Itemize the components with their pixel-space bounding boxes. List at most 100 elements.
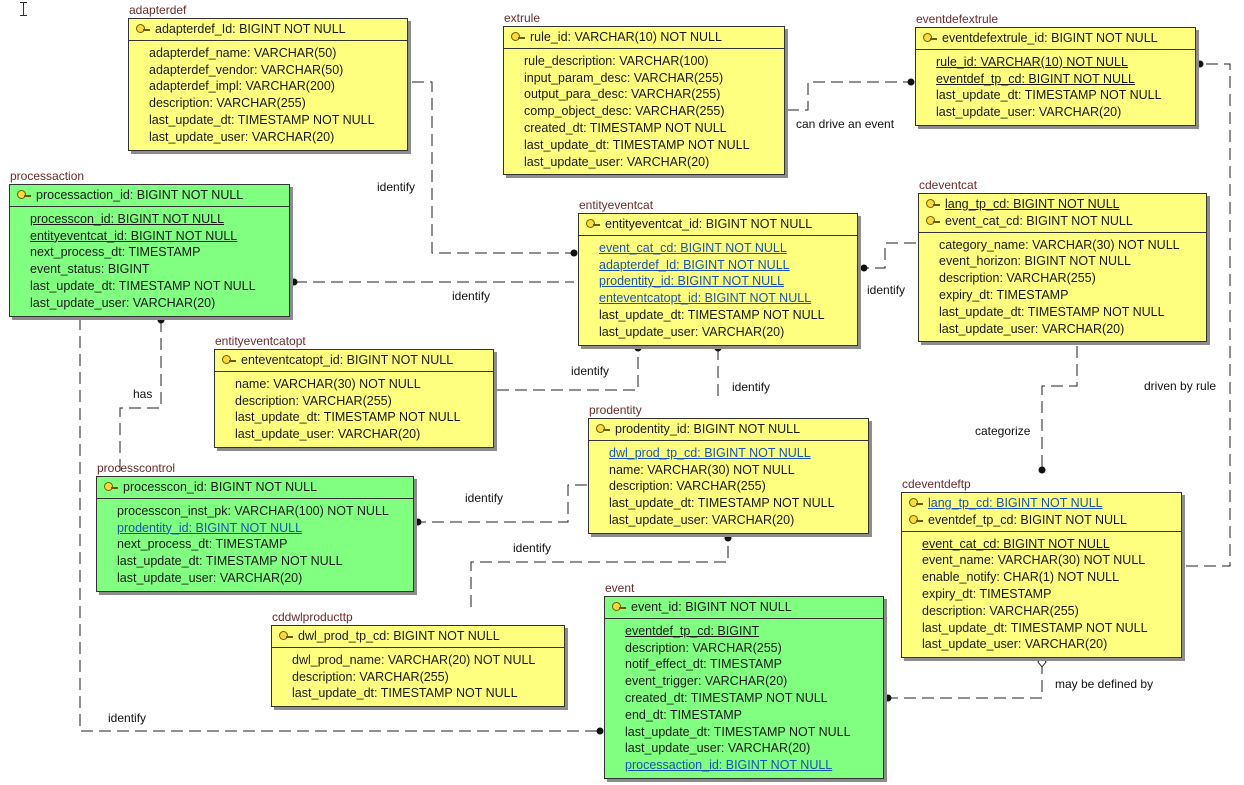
attribute-row: comp_object_desc: VARCHAR(255) <box>524 104 725 119</box>
rel-entityeventcatopt-entityeventcat <box>497 348 639 391</box>
attribute-row: last_update_dt: TIMESTAMP NOT NULL <box>117 554 343 569</box>
primary-key-text: eventdef_tp_cd: BIGINT NOT NULL <box>928 512 1127 527</box>
primary-key-row: event_id: BIGINT NOT NULL <box>611 599 879 616</box>
attribute-section: processcon_inst_pk: VARCHAR(100) NOT NUL… <box>97 499 413 591</box>
rel-cdeventdeftp-eventdefextrule <box>1186 63 1231 567</box>
attribute-row: last_update_dt: TIMESTAMP NOT NULL <box>922 620 1148 635</box>
rel-label-identify: identify <box>452 289 491 303</box>
primary-key-section: enteventcatopt_id: BIGINT NOT NULL <box>215 350 493 372</box>
rel-adapterdef-entityeventcat <box>412 81 574 254</box>
entity-name: adapterdef <box>129 3 187 17</box>
attribute-row: last_update_dt: TIMESTAMP NOT NULL <box>609 496 835 511</box>
foreign-key-attribute: rule_id: VARCHAR(10) NOT NULL <box>936 54 1128 69</box>
rel-label-identify: identify <box>867 283 906 297</box>
attribute-row: last_update_user: VARCHAR(20) <box>922 637 1108 652</box>
rel-cdeventcat-cdeventdeftp <box>1041 346 1078 470</box>
attribute-row: last_update_user: VARCHAR(20) <box>936 105 1122 120</box>
primary-key-text: processcon_id: BIGINT NOT NULL <box>123 480 318 494</box>
optional-diamond <box>1037 656 1047 668</box>
entity-name: prodentity <box>589 403 642 417</box>
foreign-key-attribute: eventdef_tp_cd: BIGINT <box>625 623 760 638</box>
attribute-row: description: VARCHAR(255) <box>625 640 782 655</box>
attribute-row: created_dt: TIMESTAMP NOT NULL <box>524 120 727 135</box>
foreign-key-attribute: prodentity_id: BIGINT NOT NULL <box>117 520 303 535</box>
entity-name: entityeventcat <box>579 198 654 212</box>
entity-box[interactable]: processcon_id: BIGINT NOT NULL processcon… <box>96 476 414 592</box>
primary-key-text: adapterdef_Id: BIGINT NOT NULL <box>155 22 346 36</box>
attribute-row: rule_description: VARCHAR(100) <box>524 53 709 68</box>
primary-key-row: processaction_id: BIGINT NOT NULL <box>16 187 285 204</box>
attribute-row: last_update_dt: TIMESTAMP NOT NULL <box>625 724 851 739</box>
text-cursor-icon <box>20 2 28 18</box>
entity-box[interactable]: processaction_id: BIGINT NOT NULL process… <box>9 184 290 317</box>
attribute-row: description: VARCHAR(255) <box>292 669 449 684</box>
attribute-row: last_update_user: VARCHAR(20) <box>599 324 785 339</box>
primary-key-section: eventdefextrule_id: BIGINT NOT NULL <box>916 28 1195 50</box>
foreign-key-attribute: processcon_id: BIGINT NOT NULL <box>30 211 225 226</box>
attribute-row: description: VARCHAR(255) <box>149 96 306 111</box>
attribute-row: last_update_dt: TIMESTAMP NOT NULL <box>235 410 461 425</box>
primary-key-text: prodentity_id: BIGINT NOT NULL <box>615 422 801 436</box>
attribute-row: last_update_user: VARCHAR(20) <box>117 570 303 585</box>
entity-box[interactable]: eventdefextrule_id: BIGINT NOT NULL rule_… <box>915 27 1196 126</box>
foreign-key-attribute: processaction_id: BIGINT NOT NULL <box>625 758 833 773</box>
entity-box[interactable]: event_id: BIGINT NOT NULL eventdef_tp_cd:… <box>604 596 884 779</box>
entity-name: cdeventdeftp <box>902 477 971 491</box>
attribute-section: rule_description: VARCHAR(100)input_para… <box>504 49 784 175</box>
attribute-row: last_update_dt: TIMESTAMP NOT NULL <box>30 278 256 293</box>
attribute-row: description: VARCHAR(255) <box>939 271 1096 286</box>
key-icon <box>103 481 118 493</box>
attribute-row: last_update_dt: TIMESTAMP NOT NULL <box>939 304 1165 319</box>
key-icon <box>925 198 940 210</box>
rel-label-can-drive: can drive an event <box>796 117 895 131</box>
attribute-row: adapterdef_impl: VARCHAR(200) <box>149 79 335 94</box>
key-icon <box>510 31 525 43</box>
attribute-row: event_name: VARCHAR(30) NOT NULL <box>922 553 1146 568</box>
entity-name: processcontrol <box>97 461 176 475</box>
attribute-row: description: VARCHAR(255) <box>609 479 766 494</box>
attribute-row: event_horizon: BIGINT NOT NULL <box>939 254 1131 269</box>
attribute-row: enable_notify: CHAR(1) NOT NULL <box>922 570 1120 585</box>
rel-extrule-eventdefextrule <box>787 81 911 111</box>
primary-key-text: lang_tp_cd: BIGINT NOT NULL <box>945 197 1120 211</box>
rel-label-identify: identify <box>513 541 552 555</box>
attribute-row: adapterdef_name: VARCHAR(50) <box>149 45 337 60</box>
primary-key-section: rule_id: VARCHAR(10) NOT NULL <box>504 27 784 49</box>
rel-label-identify: identify <box>108 711 147 725</box>
entity-box[interactable]: adapterdef_Id: BIGINT NOT NULL adapterdef… <box>128 18 408 151</box>
entity-name: cdeventcat <box>919 178 978 192</box>
key-icon <box>922 32 937 44</box>
primary-key-section: adapterdef_Id: BIGINT NOT NULL <box>129 19 407 41</box>
attribute-row: processcon_inst_pk: VARCHAR(100) NOT NUL… <box>117 503 389 518</box>
rel-label-has: has <box>133 387 153 401</box>
primary-key-section: entityeventcat_id: BIGINT NOT NULL <box>579 214 857 236</box>
primary-key-row: prodentity_id: BIGINT NOT NULL <box>595 421 864 438</box>
primary-key-row: processcon_id: BIGINT NOT NULL <box>103 479 409 496</box>
primary-key-row: adapterdef_Id: BIGINT NOT NULL <box>135 21 403 38</box>
key-icon <box>585 218 600 230</box>
